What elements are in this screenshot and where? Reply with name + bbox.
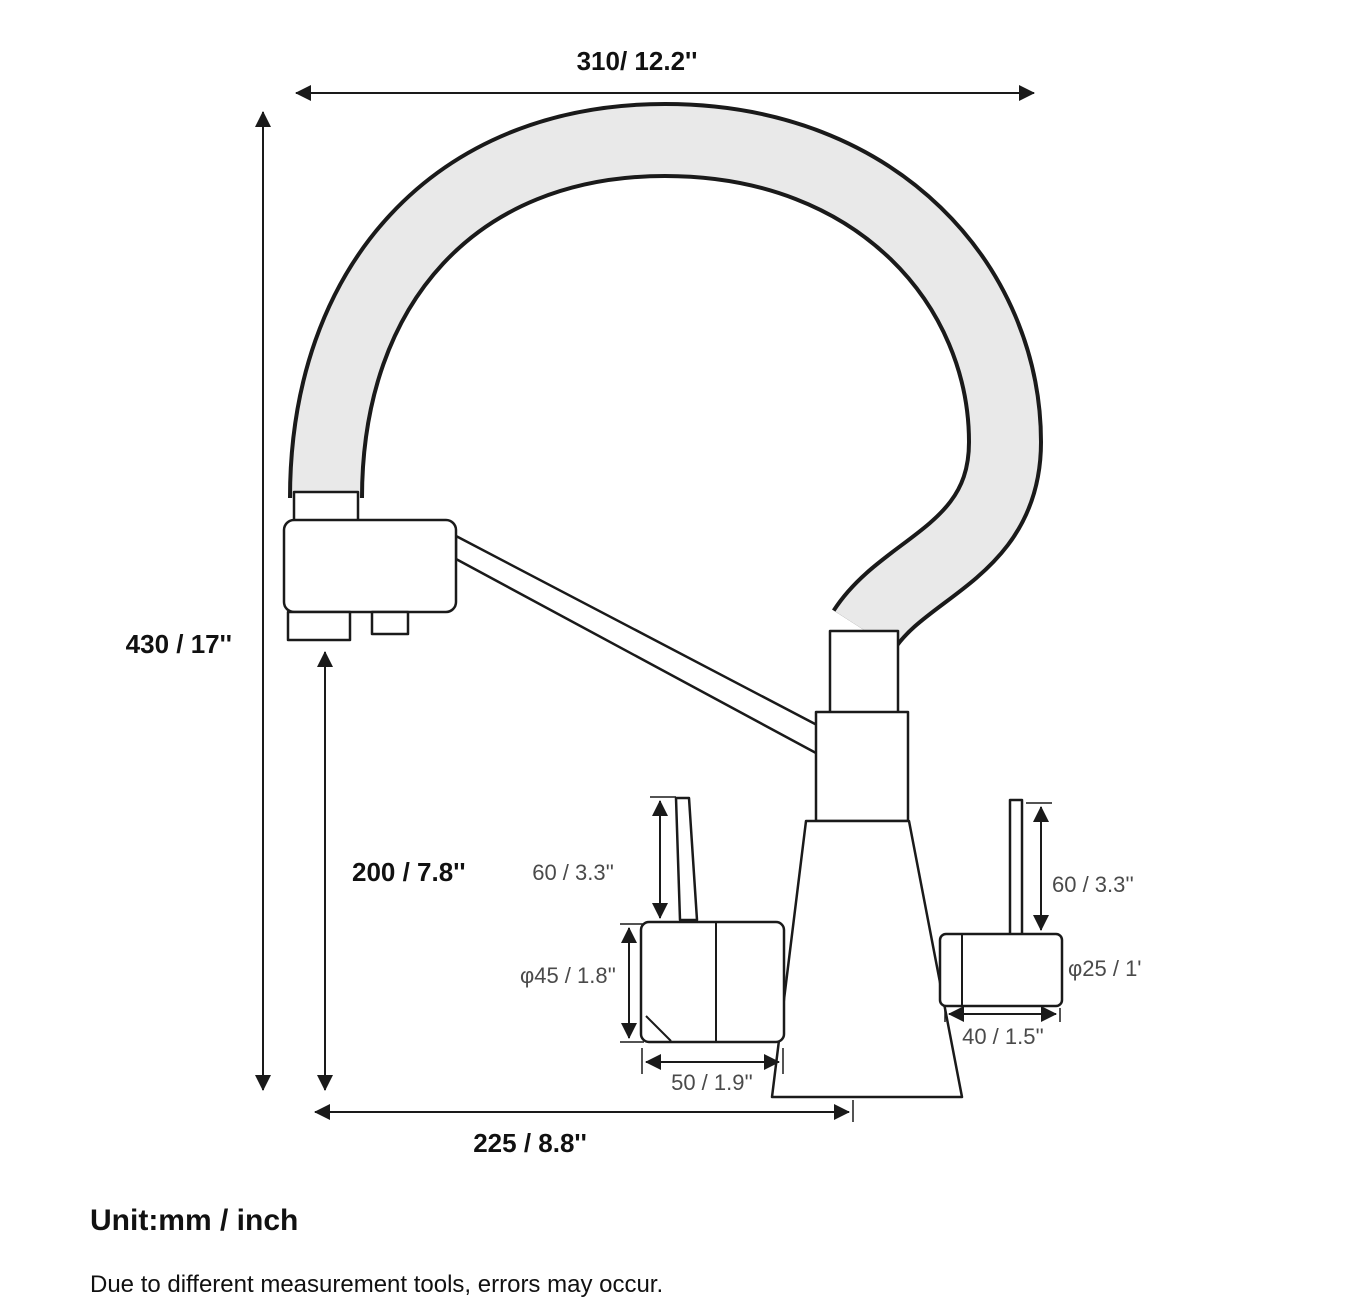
dim-label-total-height: 430 / 17'' [126,629,232,659]
dim-label-left-body-diameter: φ45 / 1.8'' [520,963,616,988]
left-handle-body-chamfer [645,1015,672,1042]
dim-label-right-body-width: 40 / 1.5'' [962,1024,1044,1049]
disclaimer-note: Due to different measurement tools, erro… [90,1271,663,1298]
dim-label-top-width: 310/ 12.2'' [577,46,698,76]
support-pipe [454,534,840,762]
cone-body [770,819,964,1099]
dim-label-right-body-diameter: φ25 / 1' [1068,956,1142,981]
dim-label-left-body-width: 50 / 1.9'' [671,1070,753,1095]
unit-note: Unit:mm / inch [90,1204,298,1237]
left-handle-lever [674,796,699,922]
spray-head-ring [292,490,360,524]
right-tube [828,629,900,716]
spray-button [370,610,410,636]
hose-body [292,105,1040,650]
dim-label-spout-clearance: 200 / 7.8'' [352,857,466,887]
body-collar [814,710,910,823]
dim-label-left-handle-height: 60 / 3.3'' [532,860,614,885]
dim-label-base-width: 225 / 8.8'' [473,1128,587,1158]
left-handle-body [639,920,786,1044]
right-handle-body [938,932,1064,1008]
dim-label-right-handle-height: 60 / 3.3'' [1052,872,1134,897]
spray-nozzle [286,610,352,642]
right-handle-rod [1008,798,1024,938]
spray-head [282,518,458,614]
